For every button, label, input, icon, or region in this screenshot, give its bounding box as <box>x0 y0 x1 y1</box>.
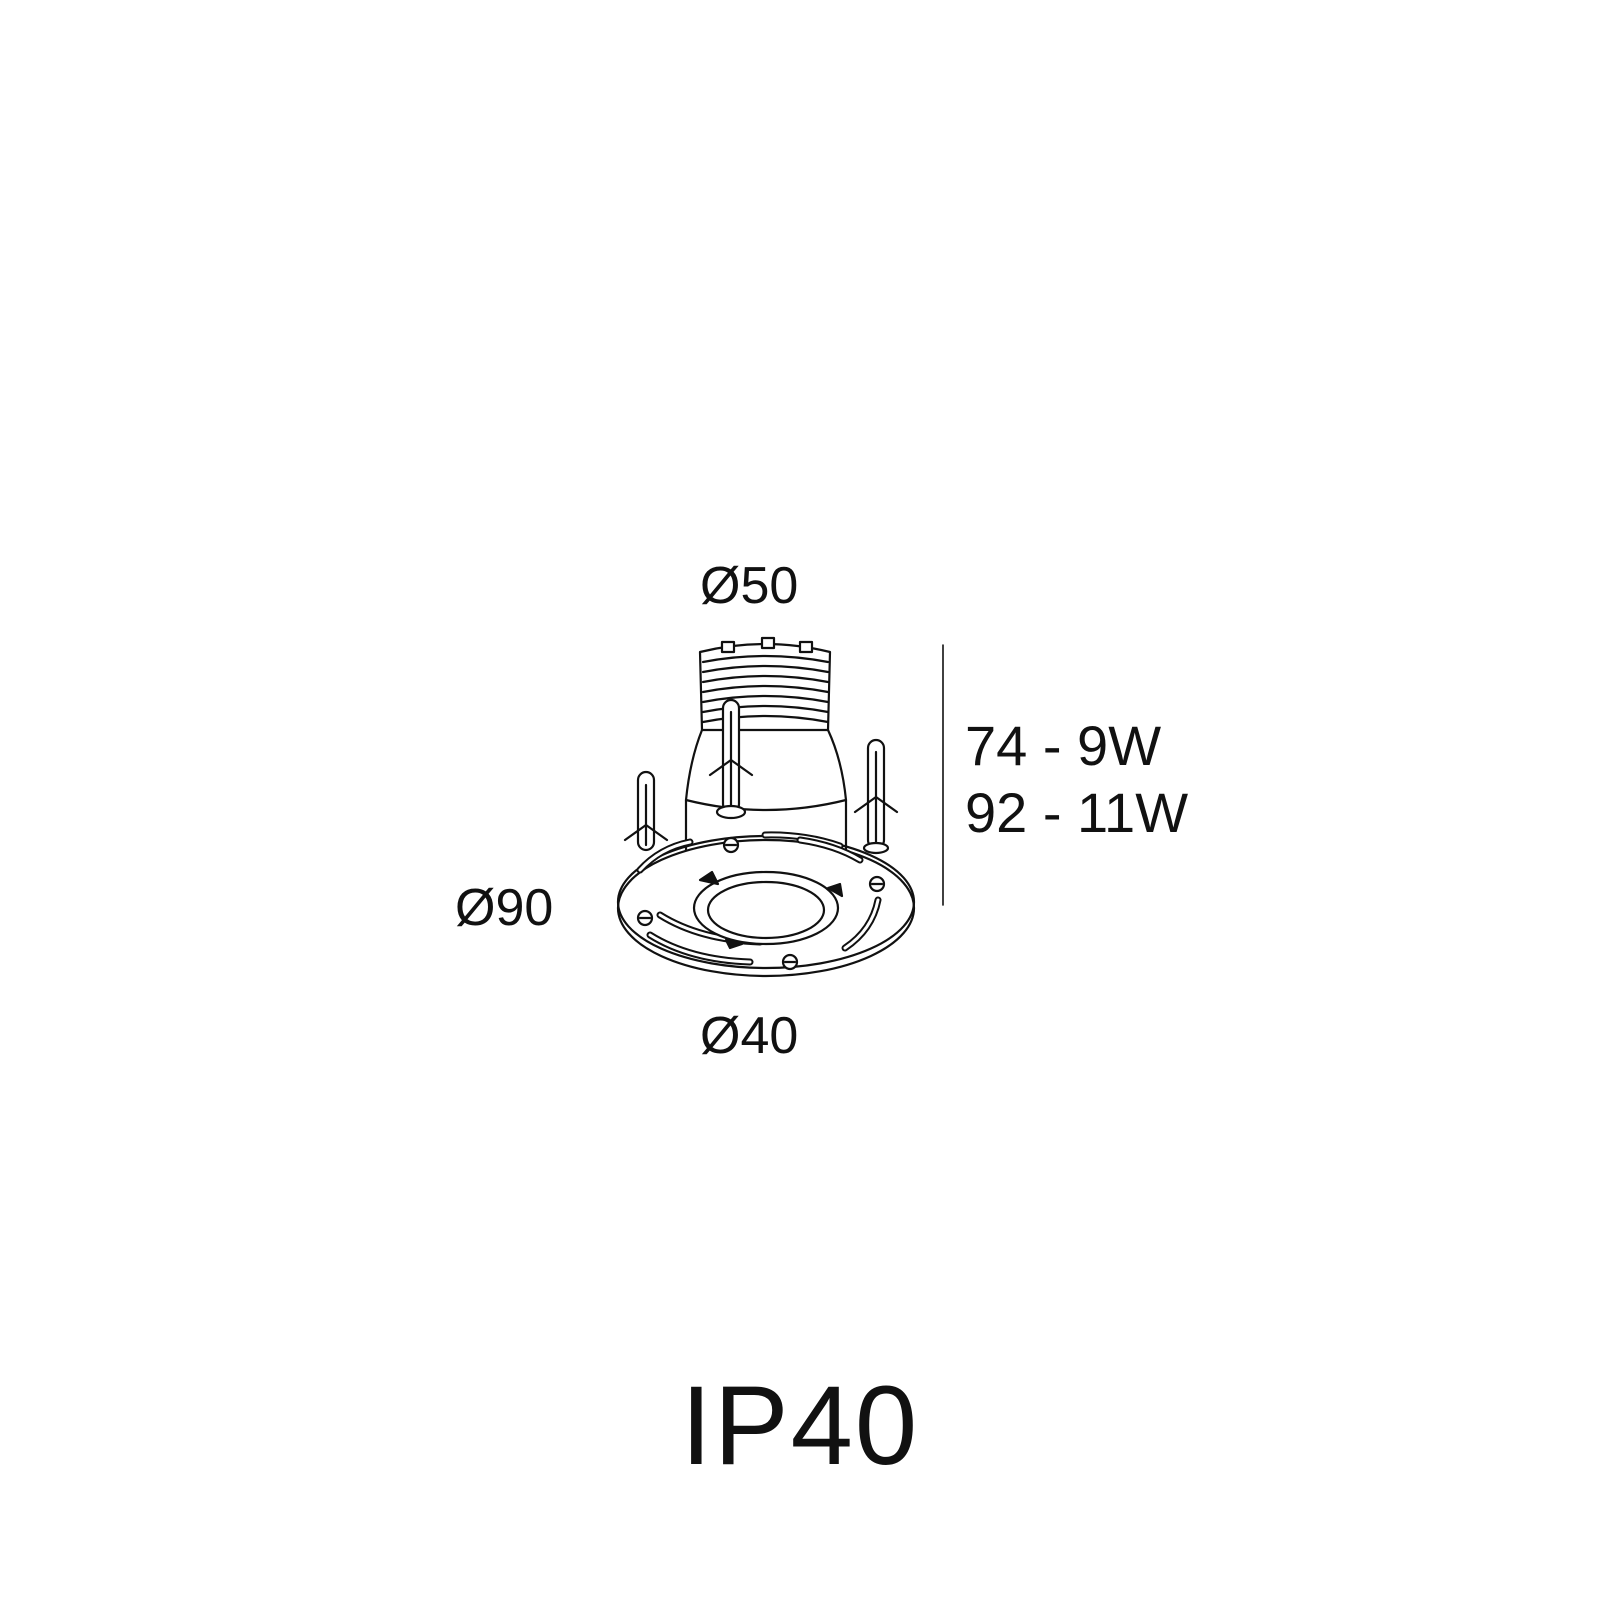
flange-diameter-label: Ø90 <box>455 879 554 937</box>
heatsink <box>698 636 832 738</box>
height-9w-label: 74 - 9W <box>965 714 1162 777</box>
light-aperture <box>692 870 844 950</box>
clip-center <box>708 698 754 820</box>
height-11w-label: 92 - 11W <box>965 781 1189 844</box>
ip-rating-label: IP40 <box>680 1363 920 1488</box>
clip-left <box>623 770 669 852</box>
bottom-diameter-label: Ø40 <box>700 1007 799 1065</box>
clip-right <box>853 738 899 855</box>
top-diameter-label: Ø50 <box>700 557 799 615</box>
